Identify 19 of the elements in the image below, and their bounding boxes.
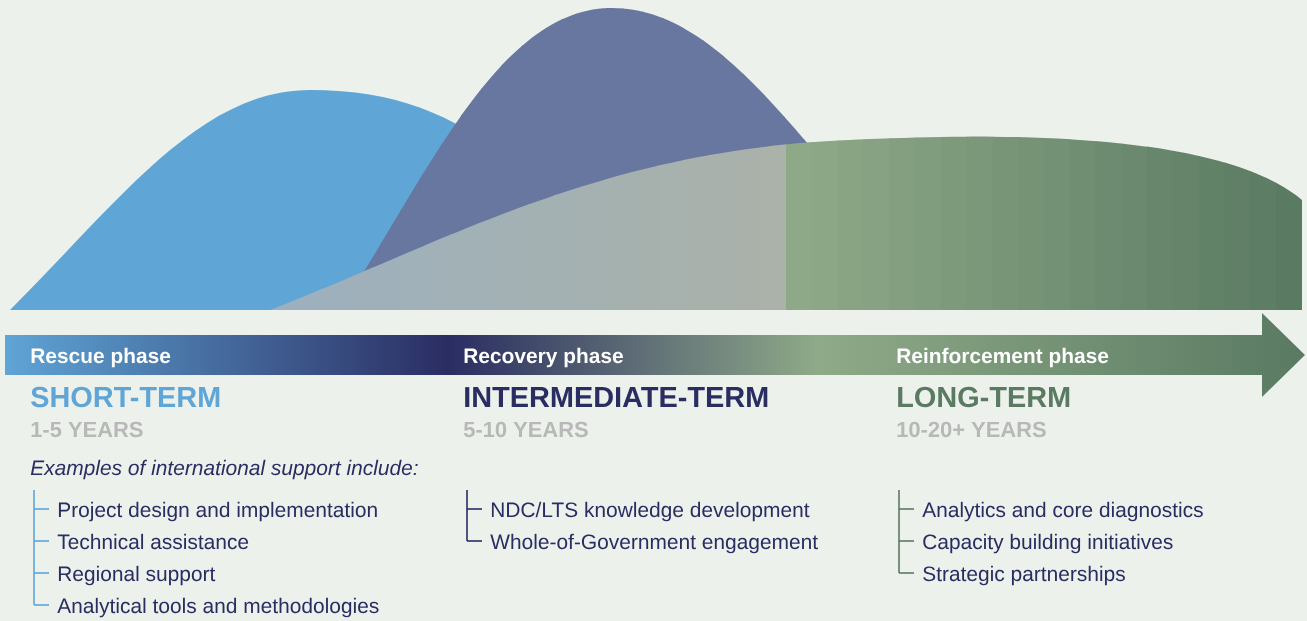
list-item: Regional support (58, 565, 216, 586)
list-item: Technical assistance (57, 533, 249, 550)
list-item: Capacity building initiatives (923, 533, 1173, 554)
list-item: Whole-of-Government engagement (490, 533, 818, 554)
list-item: NDC/LTS knowledge development (491, 501, 810, 522)
list-item: Analytics and core diagnostics (922, 501, 1203, 522)
phase-label: Reinforcement phase (897, 347, 1109, 368)
list-item: Project design and implementation (58, 501, 377, 522)
phase-label: Recovery phase (464, 347, 623, 368)
duration-label: 5-10 YEARS (463, 421, 588, 438)
term-heading: LONG-TERM (898, 386, 1070, 408)
duration-label: 10-20+ YEARS (897, 421, 1046, 438)
list-item: Strategic partnerships (923, 565, 1125, 586)
term-heading: SHORT-TERM (31, 386, 220, 408)
intro-text: Examples of international support include: (30, 459, 418, 480)
list-item: Analytical tools and methodologies (57, 597, 379, 618)
phase-label: Rescue phase (31, 347, 171, 368)
duration-label: 1-5 YEARS (31, 421, 143, 438)
term-heading: INTERMEDIATE-TERM (465, 387, 768, 407)
